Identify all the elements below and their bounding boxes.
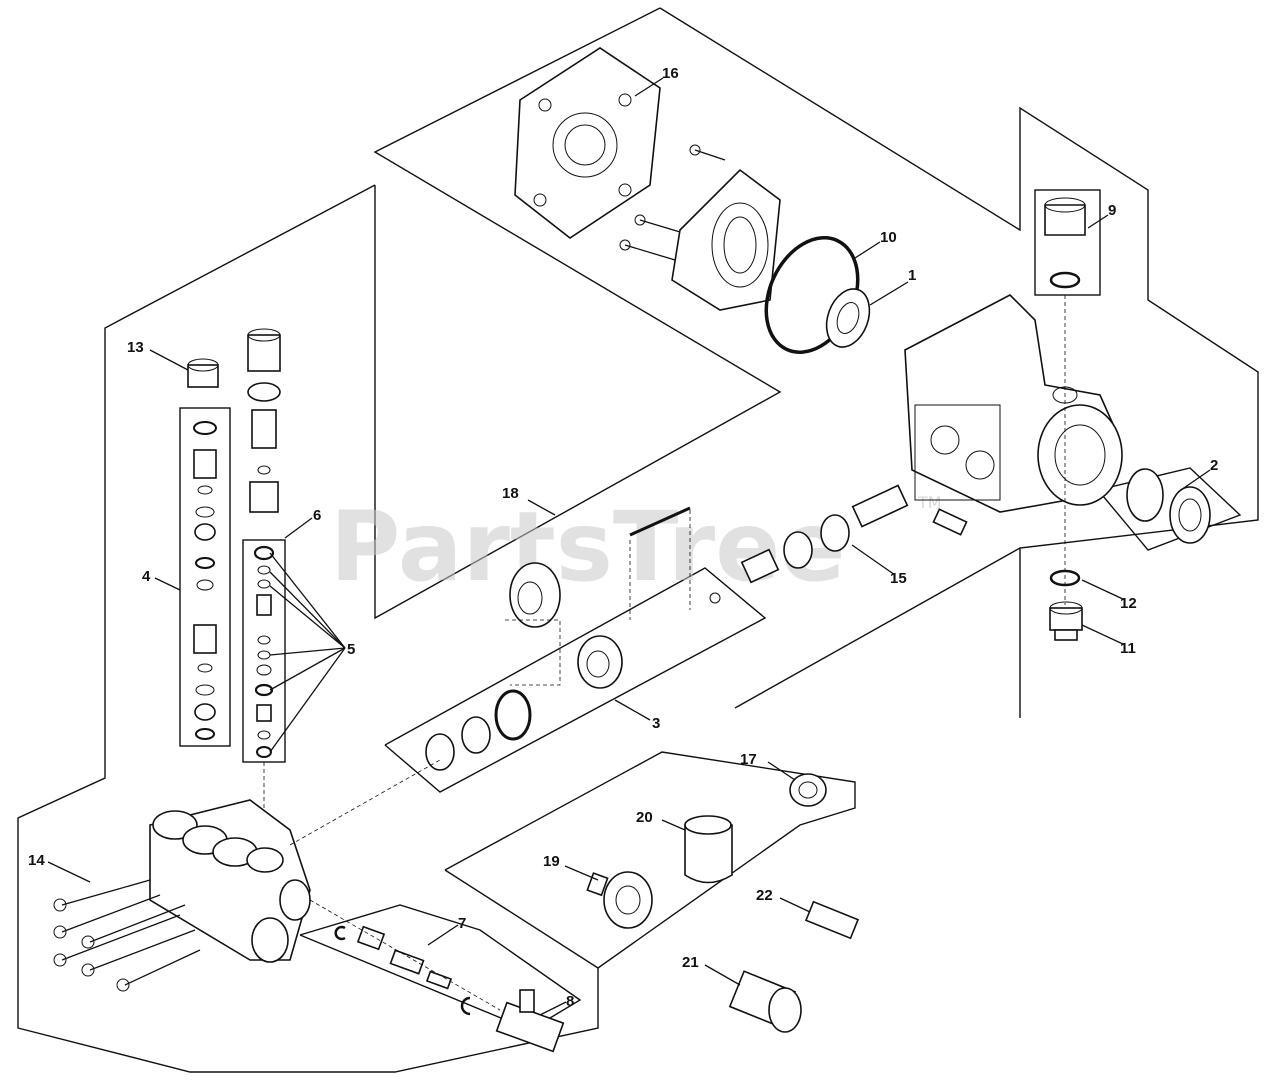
part-17-plug[interactable] xyxy=(789,773,827,807)
pump-body[interactable] xyxy=(904,294,1123,513)
part-11-plug[interactable] xyxy=(1049,601,1083,641)
part-9-plug[interactable] xyxy=(1034,189,1101,296)
watermark-trademark: TM xyxy=(917,493,942,512)
callout-11[interactable]: 11 xyxy=(1120,640,1136,657)
part-4-valve-kit[interactable] xyxy=(179,407,231,747)
part-3-seal-kit[interactable] xyxy=(425,562,623,771)
callout-20[interactable]: 20 xyxy=(636,809,653,826)
callout-6[interactable]: 6 xyxy=(313,507,321,524)
leader-lines xyxy=(47,77,1211,1016)
callout-12[interactable]: 12 xyxy=(1120,595,1137,612)
pump-section-outline xyxy=(659,7,1259,718)
callouts: 16 10 1 9 2 12 11 15 18 3 13 4 6 5 14 7 … xyxy=(28,65,1218,1010)
callout-9[interactable]: 9 xyxy=(1108,202,1116,219)
rear-housing-section-outline xyxy=(373,7,782,620)
callout-13[interactable]: 13 xyxy=(127,339,144,356)
callout-15[interactable]: 15 xyxy=(890,570,907,587)
watermark: PartsTree TM xyxy=(330,491,942,603)
section-outlines xyxy=(17,7,1259,1073)
part-6-valve-seals[interactable] xyxy=(242,539,286,763)
unloader-axis xyxy=(309,899,501,1011)
part-19-fitting[interactable] xyxy=(586,871,653,929)
part-16-cover-plate[interactable] xyxy=(514,47,661,239)
housing-with-bolts[interactable] xyxy=(619,144,781,311)
part-2-plug[interactable] xyxy=(1126,468,1211,544)
callout-21[interactable]: 21 xyxy=(682,954,699,971)
callout-18[interactable]: 18 xyxy=(502,485,519,502)
valve-stack-top[interactable] xyxy=(247,328,281,513)
piston-axis xyxy=(289,759,441,846)
accessory-section-outline xyxy=(444,751,856,969)
manifold-head[interactable] xyxy=(149,799,311,963)
part-15-plunger-set[interactable] xyxy=(709,484,968,604)
callout-22[interactable]: 22 xyxy=(756,887,773,904)
callout-5[interactable]: 5 xyxy=(347,641,355,658)
part-22-nipple[interactable] xyxy=(804,900,860,940)
part-1-seal[interactable] xyxy=(819,283,877,353)
callout-3[interactable]: 3 xyxy=(652,715,660,732)
callout-4[interactable]: 4 xyxy=(142,568,151,585)
watermark-brand: PartsTree xyxy=(330,491,845,603)
part-20-filter[interactable] xyxy=(684,815,733,884)
part-18-bolt[interactable] xyxy=(629,506,691,537)
callout-8[interactable]: 8 xyxy=(566,993,574,1010)
callout-2[interactable]: 2 xyxy=(1210,457,1218,474)
piston-section-outline xyxy=(384,567,767,793)
part-8-fitting[interactable] xyxy=(495,989,565,1053)
part-7-unloader-kit[interactable] xyxy=(334,925,471,1016)
callout-1[interactable]: 1 xyxy=(908,267,916,284)
part-14-bolts[interactable] xyxy=(53,879,201,992)
callout-19[interactable]: 19 xyxy=(543,853,560,870)
part-21-coupler[interactable] xyxy=(728,970,802,1033)
unloader-section-outline xyxy=(299,904,582,1031)
callout-7[interactable]: 7 xyxy=(458,915,466,932)
part-13-plug[interactable] xyxy=(187,358,219,388)
callout-10[interactable]: 10 xyxy=(880,229,897,246)
callout-17[interactable]: 17 xyxy=(740,751,757,768)
pump-lower-edge xyxy=(734,547,1021,709)
callout-16[interactable]: 16 xyxy=(662,65,679,82)
callout-14[interactable]: 14 xyxy=(28,852,45,869)
plug-section-outline xyxy=(1097,467,1242,551)
